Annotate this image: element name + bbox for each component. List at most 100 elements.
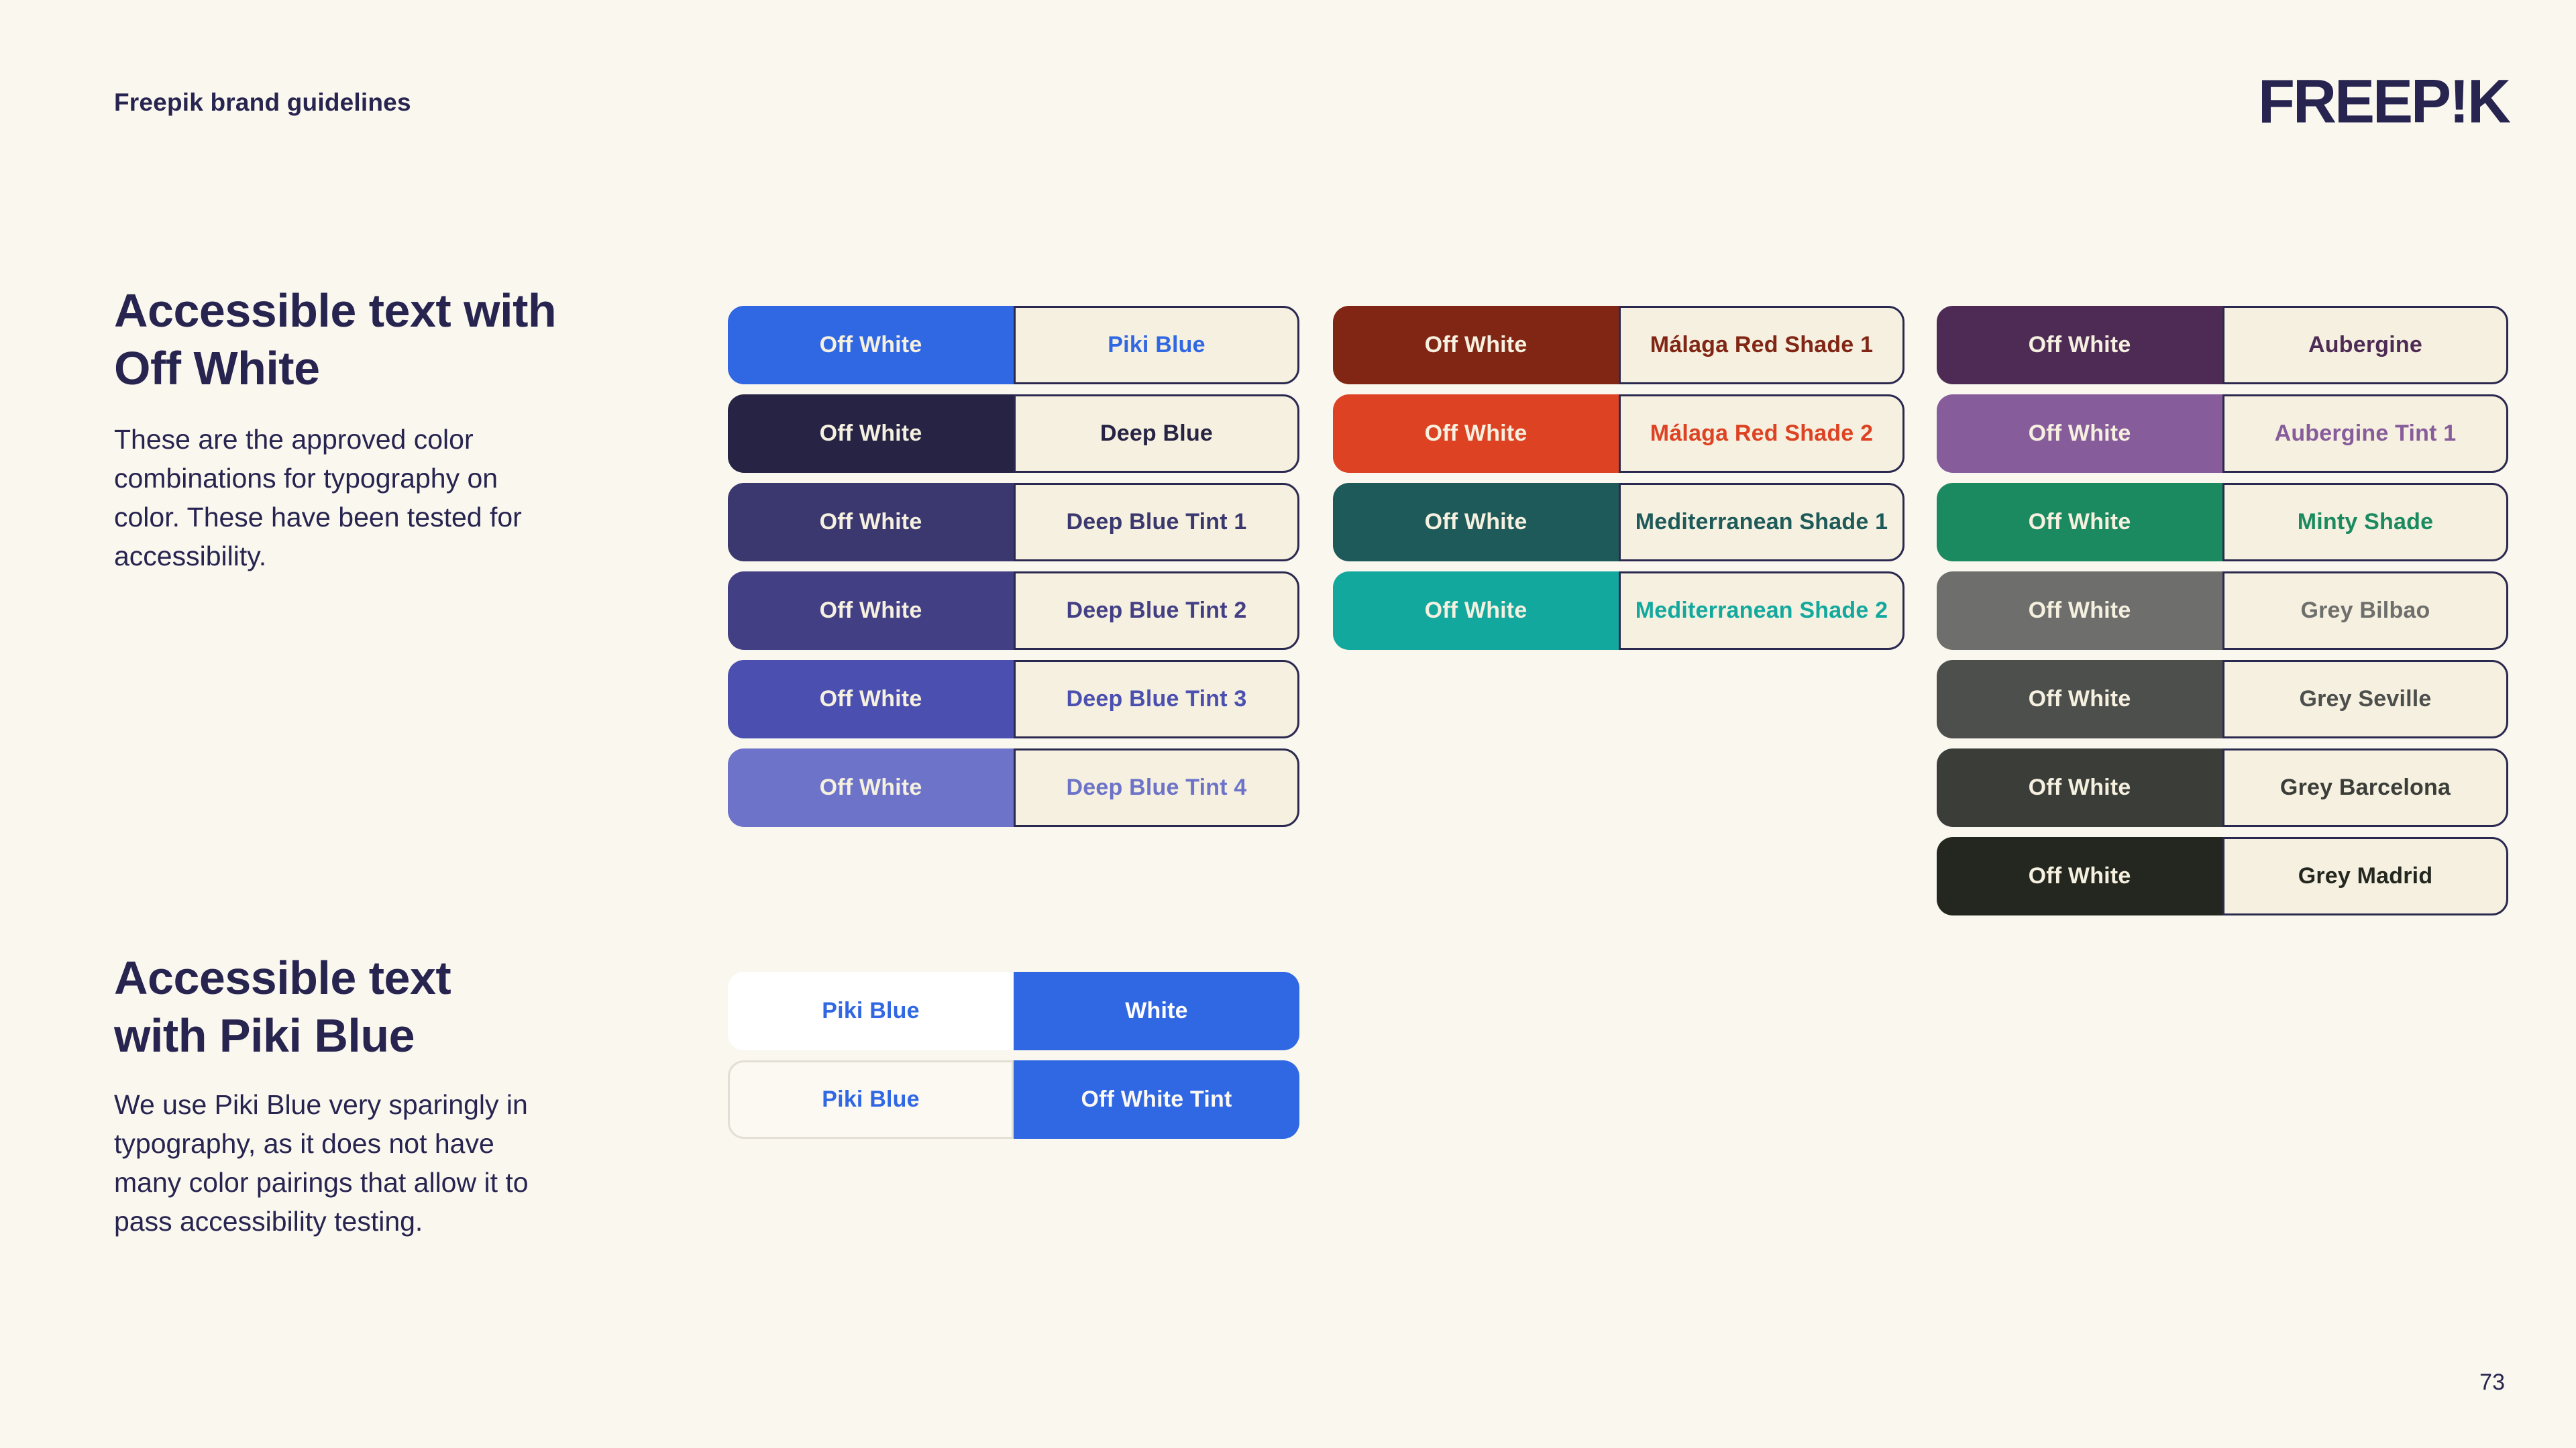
color-name-label: Aubergine xyxy=(2308,332,2422,357)
swatch-label: Off White xyxy=(2028,686,2131,712)
color-pair-row: Off White Deep Blue Tint 2 xyxy=(728,571,1299,650)
section-body-off-white: These are the approved color combination… xyxy=(114,424,522,571)
color-swatch: Off White xyxy=(728,394,1014,473)
color-pair-row: Off White Deep Blue Tint 3 xyxy=(728,660,1299,738)
color-name-card: Deep Blue Tint 2 xyxy=(1014,571,1299,650)
swatch-label: Off White xyxy=(2028,509,2131,535)
swatch-label: Off White xyxy=(2028,863,2131,889)
color-name-card: Deep Blue Tint 4 xyxy=(1014,748,1299,827)
freepik-logo: FREEP!K xyxy=(2257,68,2511,137)
color-swatch: Off White xyxy=(728,748,1014,827)
color-name-label: White xyxy=(1125,998,1188,1023)
color-swatch: Off White xyxy=(1937,483,2222,561)
color-name-label: Deep Blue xyxy=(1099,421,1214,446)
color-name-card: Off White Tint xyxy=(1014,1060,1299,1139)
color-name-card: Aubergine Tint 1 xyxy=(2222,394,2508,473)
color-name-label: Mediterranean Shade 2 xyxy=(1635,598,1888,623)
color-pair-row: Piki Blue Off White Tint xyxy=(728,1060,1299,1139)
swatch-label: Piki Blue xyxy=(822,998,920,1023)
color-pair-row: Off White Aubergine xyxy=(1937,306,2508,384)
color-pair-row: Off White Aubergine Tint 1 xyxy=(1937,394,2508,473)
color-pair-row: Off White Minty Shade xyxy=(1937,483,2508,561)
document-title: Freepik brand guidelines xyxy=(114,89,411,116)
color-name-card: Deep Blue Tint 3 xyxy=(1014,660,1299,738)
swatch-label: Piki Blue xyxy=(822,1087,920,1112)
swatch-label: Off White xyxy=(1424,509,1527,535)
swatch-label: Off White xyxy=(1424,421,1527,446)
color-name-card: White xyxy=(1014,972,1299,1050)
swatch-label: Off White xyxy=(2028,421,2131,446)
color-name-label: Málaga Red Shade 1 xyxy=(1650,332,1874,357)
color-pair-row: Off White Piki Blue xyxy=(728,306,1299,384)
color-name-card: Málaga Red Shade 2 xyxy=(1619,394,1904,473)
color-name-label: Aubergine Tint 1 xyxy=(2274,421,2457,446)
section-heading-piki-blue: Accessible text with Piki Blue xyxy=(114,952,451,1062)
color-name-card: Grey Madrid xyxy=(2222,837,2508,915)
color-name-label: Deep Blue Tint 1 xyxy=(1066,509,1247,535)
color-pair-row: Off White Málaga Red Shade 1 xyxy=(1333,306,1904,384)
color-pair-row: Piki Blue White xyxy=(728,972,1299,1050)
color-swatch: Off White xyxy=(728,660,1014,738)
color-swatch: Off White xyxy=(728,483,1014,561)
color-swatch: Off White xyxy=(1937,837,2222,915)
color-name-label: Grey Seville xyxy=(2299,686,2432,712)
color-name-label: Grey Barcelona xyxy=(2279,775,2451,800)
swatch-label: Off White xyxy=(2028,775,2131,800)
color-swatch: Off White xyxy=(1937,748,2222,827)
color-name-label: Málaga Red Shade 2 xyxy=(1650,421,1874,446)
color-name-card: Aubergine xyxy=(2222,306,2508,384)
swatch-label: Off White xyxy=(2028,332,2131,357)
color-name-card: Deep Blue Tint 1 xyxy=(1014,483,1299,561)
color-swatch: Off White xyxy=(1937,306,2222,384)
color-name-label: Off White Tint xyxy=(1081,1087,1232,1112)
color-name-card: Mediterranean Shade 1 xyxy=(1619,483,1904,561)
color-name-label: Mediterranean Shade 1 xyxy=(1635,509,1888,535)
section-body-piki-blue: We use Piki Blue very sparingly in typog… xyxy=(114,1089,529,1237)
color-pair-row: Off White Deep Blue Tint 1 xyxy=(728,483,1299,561)
swatch-label: Off White xyxy=(2028,598,2131,623)
color-name-label: Deep Blue Tint 4 xyxy=(1066,775,1247,800)
color-pair-row: Off White Deep Blue xyxy=(728,394,1299,473)
page-number: 73 xyxy=(2479,1370,2505,1395)
swatch-label: Off White xyxy=(819,775,922,800)
color-pair-row: Off White Málaga Red Shade 2 xyxy=(1333,394,1904,473)
swatch-label: Off White xyxy=(819,598,922,623)
color-name-label: Grey Bilbao xyxy=(2300,598,2430,623)
color-name-card: Grey Seville xyxy=(2222,660,2508,738)
color-swatch: Off White xyxy=(1333,571,1619,650)
color-swatch: Off White xyxy=(1333,483,1619,561)
color-name-label: Grey Madrid xyxy=(2298,863,2433,889)
swatch-label: Off White xyxy=(819,421,922,446)
swatch-label: Off White xyxy=(819,332,922,357)
section-heading-off-white: Accessible text with Off White xyxy=(114,284,557,394)
swatch-label: Off White xyxy=(1424,332,1527,357)
color-name-label: Deep Blue Tint 2 xyxy=(1066,598,1247,623)
color-pair-row: Off White Grey Bilbao xyxy=(1937,571,2508,650)
color-name-card: Málaga Red Shade 1 xyxy=(1619,306,1904,384)
color-name-label: Minty Shade xyxy=(2297,509,2434,535)
color-pair-row: Off White Deep Blue Tint 4 xyxy=(728,748,1299,827)
color-swatch: Off White xyxy=(728,571,1014,650)
color-swatch: Off White xyxy=(1937,394,2222,473)
color-name-card: Deep Blue xyxy=(1014,394,1299,473)
color-pair-row: Off White Grey Barcelona xyxy=(1937,748,2508,827)
swatch-label: Off White xyxy=(819,509,922,535)
color-pair-row: Off White Grey Madrid xyxy=(1937,837,2508,915)
background-swatch: Piki Blue xyxy=(728,1060,1014,1139)
background-swatch: Piki Blue xyxy=(728,972,1014,1050)
color-name-card: Minty Shade xyxy=(2222,483,2508,561)
color-name-label: Deep Blue Tint 3 xyxy=(1066,686,1247,712)
color-name-card: Piki Blue xyxy=(1014,306,1299,384)
color-swatch: Off White xyxy=(1937,571,2222,650)
color-name-card: Grey Bilbao xyxy=(2222,571,2508,650)
color-name-label: Piki Blue xyxy=(1108,332,1205,357)
color-name-card: Mediterranean Shade 2 xyxy=(1619,571,1904,650)
color-pair-row: Off White Mediterranean Shade 1 xyxy=(1333,483,1904,561)
color-swatch: Off White xyxy=(1333,394,1619,473)
color-pair-row: Off White Mediterranean Shade 2 xyxy=(1333,571,1904,650)
